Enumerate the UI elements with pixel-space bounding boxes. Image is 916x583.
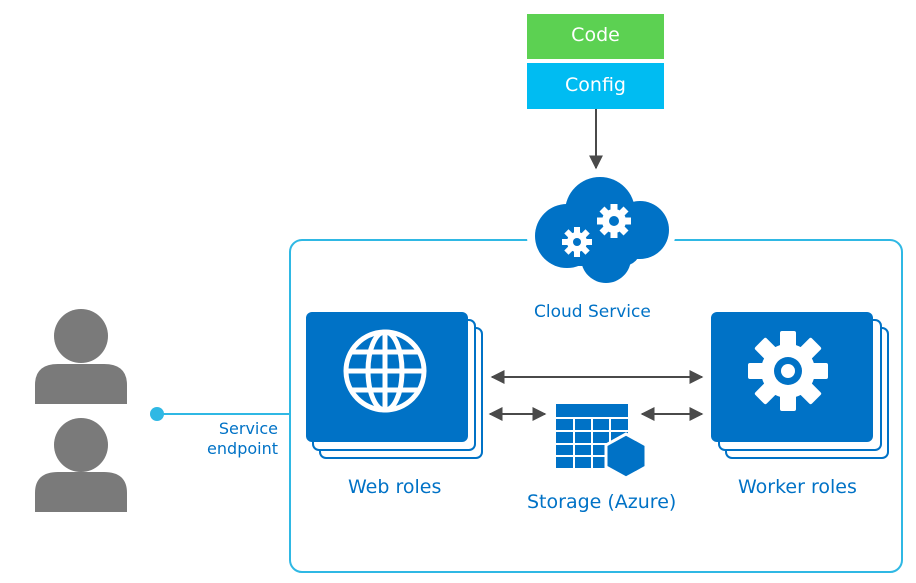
config-box [527, 63, 664, 109]
code-box [527, 14, 664, 59]
gear-icon [748, 331, 828, 411]
user-icon [35, 309, 127, 404]
code-label: Code [571, 24, 620, 46]
cloud-gears-icon [527, 170, 676, 292]
web-roles-stack [306, 312, 483, 459]
storage-table-icon [556, 404, 648, 480]
service-endpoint-label: Service endpoint [196, 419, 278, 459]
storage-label: Storage (Azure) [527, 491, 677, 513]
worker-roles-label: Worker roles [738, 476, 857, 498]
user-icon [35, 418, 127, 512]
service-endpoint-line1: Service [218, 419, 278, 438]
worker-roles-stack [711, 312, 889, 459]
cloud-service-label: Cloud Service [534, 302, 651, 322]
service-endpoint-line2: endpoint [207, 439, 278, 458]
web-roles-label: Web roles [348, 476, 442, 498]
config-label: Config [565, 74, 626, 96]
service-endpoint-connector [150, 407, 290, 421]
globe-icon [343, 329, 427, 413]
